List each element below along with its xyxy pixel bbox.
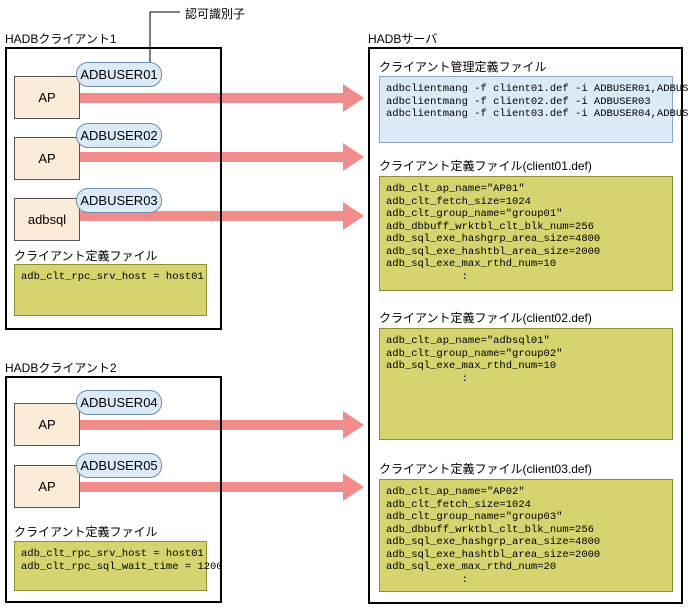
def3-title: クライアント定義ファイル(client03.def) xyxy=(379,462,592,476)
def-line: adb_sql_exe_max_rthd_num=10 xyxy=(386,360,557,372)
client2-def-title: クライアント定義ファイル xyxy=(14,525,158,539)
def-line: adb_dbbuff_wrktbl_clt_blk_num=256 xyxy=(386,220,594,233)
def-line: adb_clt_rpc_srv_host = host01 xyxy=(21,271,204,283)
client1-def-title: クライアント定義ファイル xyxy=(14,249,158,263)
def-line: adb_clt_ap_name="adbsql01" xyxy=(386,335,550,347)
ap-label: AP xyxy=(38,479,56,494)
client2-def-box: adb_clt_rpc_srv_host = host01 adb_clt_rp… xyxy=(14,541,223,591)
def-line: adb_sql_exe_hashgrp_area_size=4800 xyxy=(386,233,601,245)
def-line: adb_sql_exe_hashtbl_area_size=2000 xyxy=(386,245,601,258)
def-line: adb_clt_ap_name="AP01" xyxy=(386,183,525,195)
client1-ap2-box: AP xyxy=(14,137,80,180)
user-id-adbuser04: ADBUSER04 xyxy=(76,390,162,415)
callout-label: 認可識別子 xyxy=(185,7,246,21)
def-line: adb_sql_exe_hashtbl_area_size=2000 xyxy=(386,548,601,561)
client1-title: HADBクライアント1 xyxy=(5,32,117,46)
client2-box xyxy=(5,376,222,603)
def-line: adb_clt_ap_name="AP02" xyxy=(386,486,525,498)
server-title: HADBサーバ xyxy=(368,32,438,46)
arrow-user05 xyxy=(80,473,364,501)
client1-box xyxy=(5,47,222,330)
def1-title: クライアント定義ファイル(client01.def) xyxy=(379,159,592,173)
client1-def-box: adb_clt_rpc_srv_host = host01 xyxy=(14,264,207,316)
def2-box: adb_clt_ap_name="adbsql01" adb_clt_group… xyxy=(379,328,673,440)
arrows xyxy=(80,84,364,501)
def-line: : xyxy=(386,573,468,586)
user-id-adbuser01: ADBUSER01 xyxy=(76,62,162,87)
def-line: adb_clt_rpc_srv_host = host01 xyxy=(21,548,204,560)
def-line: adb_clt_fetch_size=1024 xyxy=(386,195,531,208)
def-line: adb_clt_group_name="group03" xyxy=(386,511,563,523)
def2-title: クライアント定義ファイル(client02.def) xyxy=(379,311,592,325)
user-id-adbuser03: ADBUSER03 xyxy=(76,188,162,213)
client2-ap5-box: AP xyxy=(14,465,80,508)
def-line: adb_clt_fetch_size=1024 xyxy=(386,498,531,511)
def-line: : xyxy=(386,372,468,385)
def-line: adb_sql_exe_max_rthd_num=10 xyxy=(386,258,557,270)
client1-ap1-box: AP xyxy=(14,76,80,119)
arrow-user04 xyxy=(80,411,364,439)
def-line: adb_clt_rpc_sql_wait_time = 1200 xyxy=(21,560,223,573)
client2-title: HADBクライアント2 xyxy=(5,361,117,375)
def1-box: adb_clt_ap_name="AP01" adb_clt_fetch_siz… xyxy=(379,176,673,291)
def-line: : xyxy=(386,270,468,283)
mgmt-line: adbclientmang -f client02.def -i ADBUSER… xyxy=(386,95,651,108)
client1-adbsql-box: adbsql xyxy=(14,198,80,241)
ap-label: adbsql xyxy=(27,212,67,227)
def3-box: adb_clt_ap_name="AP02" adb_clt_fetch_siz… xyxy=(379,479,673,592)
arrow-user01 xyxy=(80,84,364,112)
server-box xyxy=(368,47,683,604)
user-id-adbuser02: ADBUSER02 xyxy=(76,123,162,148)
mgmt-line: adbclientmang -f client03.def -i ADBUSER… xyxy=(386,108,688,120)
def-line: adb_dbbuff_wrktbl_clt_blk_num=256 xyxy=(386,523,594,536)
ap-label: AP xyxy=(38,417,56,432)
user-id-adbuser05: ADBUSER05 xyxy=(76,453,162,478)
callout-line xyxy=(149,11,180,71)
arrow-user02 xyxy=(80,143,364,171)
arrow-user03 xyxy=(80,202,364,230)
mgmt-def-box: adbclientmang -f client01.def -i ADBUSER… xyxy=(379,76,688,143)
def-line: adb_sql_exe_max_rthd_num=20 xyxy=(386,561,557,573)
mgmt-def-title: クライアント管理定義ファイル xyxy=(379,60,547,74)
ap-label: AP xyxy=(38,90,56,105)
mgmt-line: adbclientmang -f client01.def -i ADBUSER… xyxy=(386,83,688,95)
def-line: adb_clt_group_name="group01" xyxy=(386,208,563,220)
client2-ap4-box: AP xyxy=(14,403,80,446)
def-line: adb_clt_group_name="group02" xyxy=(386,347,563,360)
def-line: adb_sql_exe_hashgrp_area_size=4800 xyxy=(386,536,601,548)
ap-label: AP xyxy=(38,151,56,166)
